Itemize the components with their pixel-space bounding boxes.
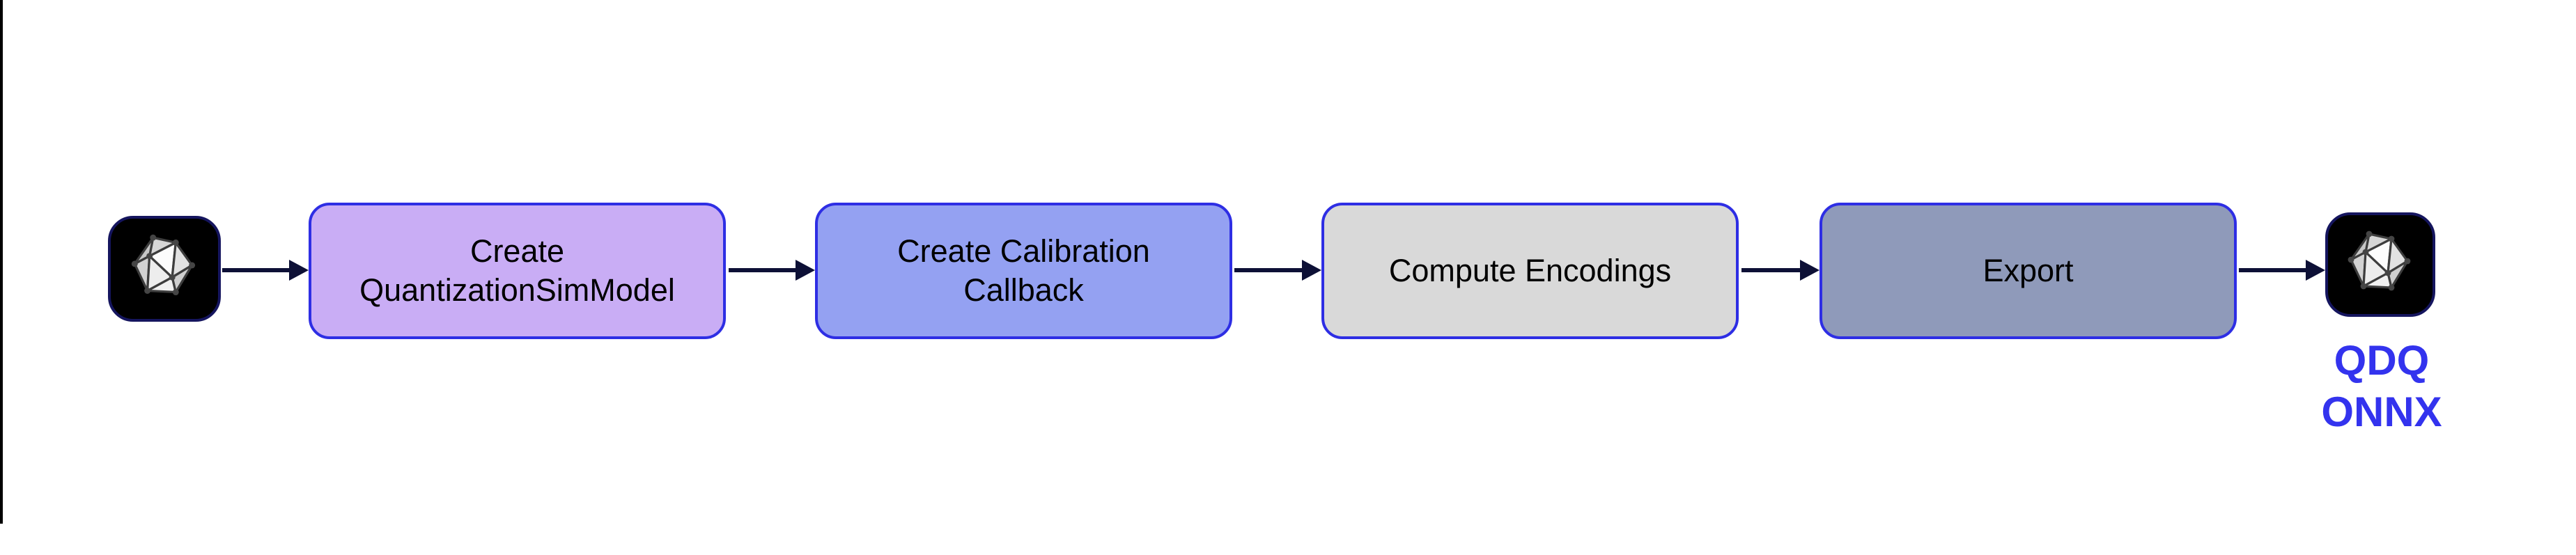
model-icosahedron-icon <box>131 234 196 296</box>
step-label: Compute Encodings <box>1388 253 1672 289</box>
arrow-shaft <box>729 268 798 272</box>
step-label: Create Calibration Callback <box>897 233 1150 308</box>
step-create-calibration-callback: Create Calibration Callback <box>815 203 1232 339</box>
arrow-head-icon <box>1800 260 1820 281</box>
step-export: Export <box>1820 203 2237 339</box>
model-icosahedron-icon <box>2348 230 2411 291</box>
output-format-label: QDQ ONNX <box>2321 337 2442 435</box>
arrow-shaft <box>222 268 292 272</box>
step-compute-encodings: Compute Encodings <box>1321 203 1739 339</box>
flow-arrow <box>1234 260 1321 281</box>
step-create-quantizationsimmodel: Create QuantizationSimModel <box>309 203 726 339</box>
flow-arrow <box>729 260 815 281</box>
page-edge-bar <box>0 0 3 524</box>
arrow-shaft <box>1741 268 1803 272</box>
arrow-shaft <box>1234 268 1305 272</box>
arrow-head-icon <box>2306 260 2325 281</box>
flow-arrow <box>2239 260 2325 281</box>
flow-arrow <box>1741 260 1820 281</box>
flow-arrow <box>222 260 309 281</box>
step-label: Export <box>1983 253 2074 289</box>
arrow-shaft <box>2239 268 2309 272</box>
arrow-head-icon <box>289 260 309 281</box>
step-label: Create QuantizationSimModel <box>359 233 675 308</box>
arrow-head-icon <box>796 260 815 281</box>
input-model-icon <box>108 216 221 322</box>
output-model-icon <box>2325 212 2435 317</box>
arrow-head-icon <box>1302 260 1321 281</box>
